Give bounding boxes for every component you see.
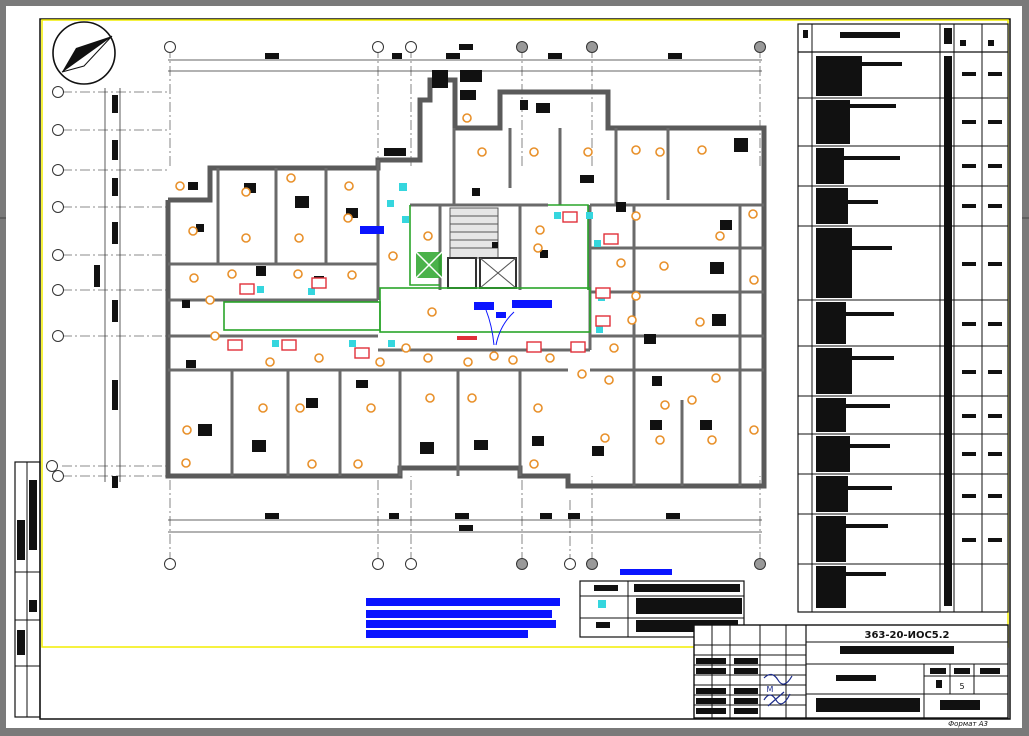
sheet-format-label: Формат A3 bbox=[948, 720, 988, 728]
title-block bbox=[693, 624, 1009, 719]
elevator-shaft bbox=[415, 251, 443, 279]
title-block-note: M bbox=[767, 685, 774, 694]
axis-markers-top bbox=[164, 41, 766, 53]
note-block bbox=[366, 598, 560, 638]
sheet-number: 5 bbox=[959, 682, 964, 691]
highlight-marks bbox=[360, 226, 552, 318]
room-markers bbox=[175, 113, 759, 469]
drawing-code: 363-20-ИОС5.2 bbox=[864, 630, 949, 641]
axis-markers-left bbox=[46, 86, 64, 482]
alarm-boxes bbox=[227, 211, 619, 359]
outer-frame bbox=[39, 18, 1011, 720]
north-arrow-icon bbox=[52, 21, 116, 85]
floor-plan bbox=[165, 70, 768, 489]
fire-zone-outline bbox=[223, 204, 591, 333]
dimension-values bbox=[94, 44, 682, 531]
specification-table bbox=[797, 23, 1009, 613]
signature-marks bbox=[763, 673, 793, 707]
fixtures bbox=[182, 70, 748, 456]
binding-strip bbox=[14, 461, 41, 718]
axis-markers-bottom bbox=[164, 558, 766, 570]
